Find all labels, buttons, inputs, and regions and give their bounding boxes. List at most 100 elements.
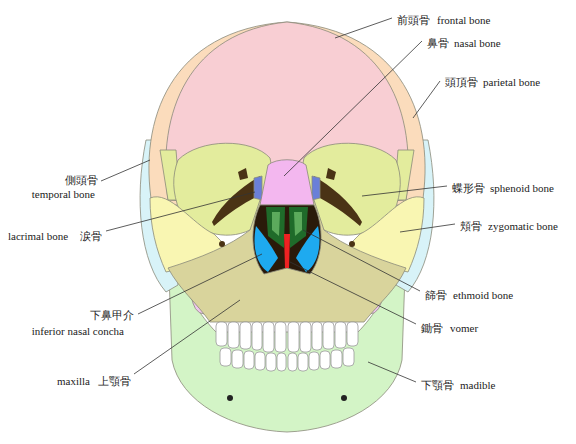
infraorbital-foramen <box>219 241 225 247</box>
tooth <box>335 322 346 348</box>
bone-label: 前頭骨 <box>397 14 430 26</box>
lacrimal-bone <box>254 176 262 200</box>
tooth <box>277 353 286 371</box>
bone-label: ethmoid bone <box>453 289 513 301</box>
tooth <box>298 353 308 371</box>
tooth <box>309 352 319 370</box>
leader-line <box>335 18 392 38</box>
label-anchor: inferior nasal concha <box>32 321 124 339</box>
bone-label: 下鼻甲介 <box>90 309 134 321</box>
bone-label: lacrimal bone <box>8 230 68 242</box>
nasal-bone <box>260 160 314 205</box>
label-anchor: 篩骨 <box>425 285 447 303</box>
tooth <box>347 322 358 346</box>
tooth <box>312 322 322 350</box>
label-anchor: parietal bone <box>483 72 540 90</box>
tooth <box>263 322 274 352</box>
nasal-cavity <box>253 205 321 274</box>
leader-line <box>134 300 240 374</box>
label-anchor: 下顎骨 <box>421 375 454 393</box>
bone-label: maxilla <box>57 375 90 387</box>
label-anchor: maxilla <box>57 371 90 389</box>
label-anchor: vomer <box>450 318 478 336</box>
bone-label: 蝶形骨 <box>452 182 485 194</box>
tooth <box>300 322 311 352</box>
label-anchor: 涙骨 <box>80 226 102 244</box>
label-anchor: 鋤骨 <box>421 318 443 336</box>
leader-line <box>413 81 440 118</box>
label-anchor: frontal bone <box>437 10 490 28</box>
inferior-nasal-concha <box>255 226 279 272</box>
label-anchor: 上顎骨 <box>98 371 131 389</box>
ethmoid-bone <box>294 212 302 236</box>
bone-label: 頭頂骨 <box>445 76 478 88</box>
bone-label: 側頭骨 <box>65 174 98 186</box>
tooth <box>323 322 334 349</box>
mental-foramen <box>341 395 347 401</box>
label-anchor: 下鼻甲介 <box>90 305 134 323</box>
bone-label: 上顎骨 <box>98 375 131 387</box>
bone-label: temporal bone <box>32 188 95 200</box>
bone-label: zygomatic bone <box>488 220 558 232</box>
bone-label: madible <box>460 379 495 391</box>
tooth <box>228 322 239 348</box>
bone-label: 涙骨 <box>80 230 102 242</box>
bone-label: 下顎骨 <box>421 379 454 391</box>
bone-label: 鋤骨 <box>421 322 443 334</box>
leader-line <box>362 186 447 196</box>
leader-line <box>284 41 422 176</box>
bone-label: frontal bone <box>437 14 490 26</box>
infraorbital-foramen <box>349 241 355 247</box>
tooth <box>288 322 299 352</box>
bone-label: 頬骨 <box>460 220 482 232</box>
ethmoid-bone <box>272 212 280 236</box>
label-anchor: 頭頂骨 <box>445 72 478 90</box>
tooth <box>266 353 276 371</box>
tooth <box>216 322 227 346</box>
label-anchor: ethmoid bone <box>453 285 513 303</box>
bone-label: 篩骨 <box>425 289 447 301</box>
tooth <box>331 350 342 368</box>
label-anchor: nasal bone <box>454 33 501 51</box>
bone-label: inferior nasal concha <box>32 325 124 337</box>
vomer-bone <box>284 234 290 268</box>
bone-label: parietal bone <box>483 76 540 88</box>
label-anchor: sphenoid bone <box>490 178 554 196</box>
orbital-fissure <box>314 176 362 226</box>
bone-label: sphenoid bone <box>490 182 554 194</box>
label-anchor: 頬骨 <box>460 216 482 234</box>
leader-line <box>290 262 416 324</box>
tooth <box>255 352 265 370</box>
tooth <box>252 322 262 350</box>
tooth <box>275 322 286 352</box>
bone-label: nasal bone <box>454 37 501 49</box>
tooth <box>320 351 330 369</box>
tooth <box>244 351 254 369</box>
tooth <box>220 348 231 366</box>
optic-canal <box>238 168 248 180</box>
ethmoid-bone <box>289 207 308 248</box>
label-anchor: 前頭骨 <box>397 10 430 28</box>
tooth <box>343 348 354 366</box>
label-anchor: 鼻骨 <box>427 33 449 51</box>
tooth <box>288 353 297 371</box>
leader-line <box>303 230 420 291</box>
optic-canal <box>326 168 336 180</box>
leader-line <box>106 192 255 231</box>
label-anchor: 側頭骨 <box>65 170 98 188</box>
label-anchor: madible <box>460 375 495 393</box>
bone-label: 鼻骨 <box>427 37 449 49</box>
leader-line <box>138 254 262 314</box>
maxilla-bone <box>168 200 406 322</box>
tooth <box>232 350 243 368</box>
label-anchor: zygomatic bone <box>488 216 558 234</box>
label-anchor: lacrimal bone <box>8 226 68 244</box>
lacrimal-bone <box>312 176 320 200</box>
leader-line <box>101 160 150 181</box>
bone-label: vomer <box>450 322 478 334</box>
leader-line <box>368 362 416 382</box>
ethmoid-bone <box>266 207 285 248</box>
tooth <box>240 322 251 349</box>
